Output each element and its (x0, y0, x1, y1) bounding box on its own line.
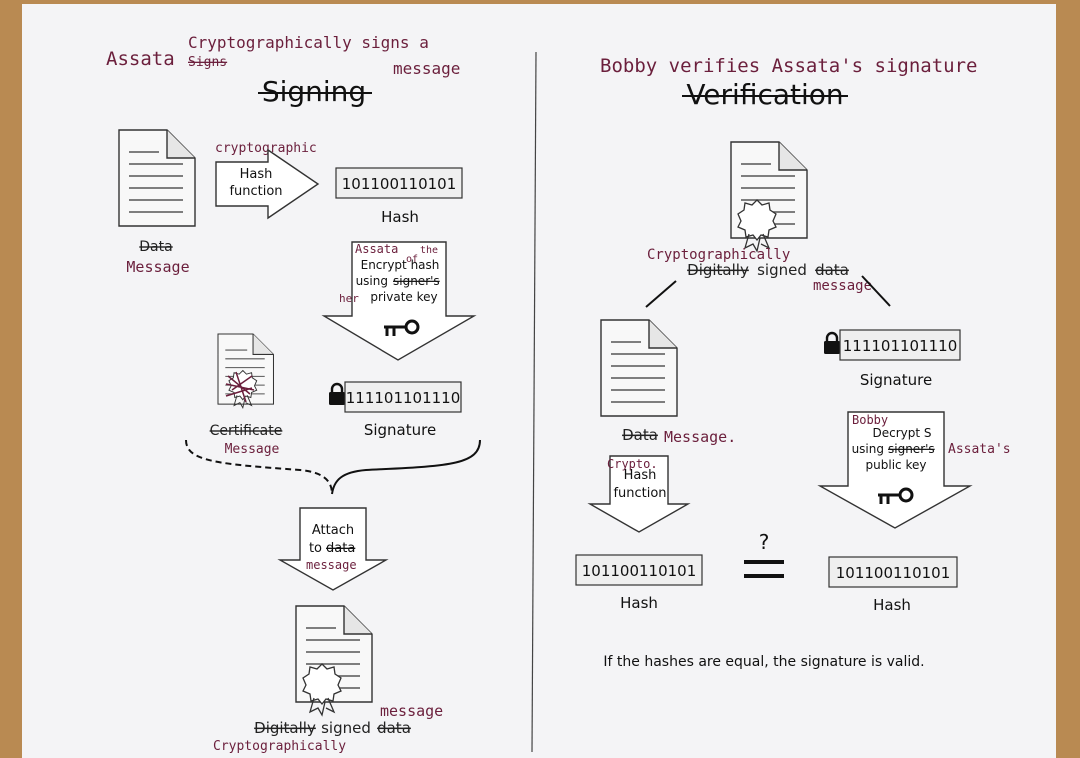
decrypt-line3: public key (866, 458, 927, 472)
encrypt-hash-arrow (321, 241, 477, 361)
verification-title: Verification (686, 78, 843, 111)
question-mark: ? (759, 530, 770, 554)
bottom-hand-message: message (380, 702, 443, 720)
signing-title: Signing (262, 75, 366, 108)
brace-dashed (185, 439, 333, 495)
verify-hash-function-line1: Hash (624, 468, 657, 483)
verify-hash-label-right: Hash (873, 596, 911, 614)
signing-hand-name: Assata (106, 48, 175, 70)
attach-hand: message (306, 558, 357, 572)
signing-hand-title-line1: Cryptographically signs a (188, 33, 429, 52)
decrypt-line2-struck: signer's (888, 442, 935, 456)
verify-hash-annot: Crypto. (607, 457, 658, 471)
bottom-hand-crypto: Cryptographically (213, 739, 346, 754)
bottom-struck-2: data (377, 719, 411, 737)
split-line-right (861, 275, 891, 307)
verify-signed-hand: Cryptographically (647, 247, 790, 263)
encrypt-line2-prefix: using (356, 274, 388, 288)
certificate-scribble (225, 371, 255, 403)
signature-value: 111101101110 (346, 389, 461, 407)
verify-hash-label-left: Hash (620, 594, 658, 612)
verify-signed-struck-2: data (815, 261, 849, 279)
hash-value-box (335, 167, 463, 199)
decrypt-annot: Bobby (852, 413, 888, 427)
verify-data-struck: Data (622, 426, 658, 444)
data-label-struck: Data (139, 239, 172, 255)
hash-function-line2: function (229, 184, 282, 199)
data-label-hand: Message (126, 258, 189, 276)
certificate-label-hand: Message (225, 442, 280, 457)
brace-solid (331, 439, 481, 495)
verify-hash-function-line2: function (613, 486, 666, 501)
signature-value-box (344, 381, 462, 413)
encrypt-annot-the: the (420, 245, 438, 256)
encrypt-annot-of: of (406, 254, 418, 265)
verify-signature-label: Signature (860, 371, 932, 389)
paper-sheet (22, 4, 1056, 758)
verify-hash-box-right (828, 556, 958, 588)
encrypt-annot-name: Assata (355, 242, 398, 256)
decrypt-arrow (817, 411, 973, 529)
signature-label: Signature (364, 421, 436, 439)
hash-label: Hash (381, 208, 419, 226)
verify-signature-value: 111101101110 (843, 337, 958, 355)
attach-line1: Attach (312, 523, 354, 538)
verify-signed-struck: Digitally (687, 261, 749, 279)
signing-panel: Assata Signs Cryptographically signs a m… (106, 33, 481, 754)
signing-hand-title-line2: message (393, 59, 460, 78)
encrypt-line2-struck: signer's (393, 274, 440, 288)
verify-signature-box (839, 329, 961, 361)
equals-bar-top (744, 560, 784, 564)
verify-hash-value-left: 101100110101 (582, 562, 697, 580)
verify-signed-hand-message: message (813, 278, 872, 294)
center-divider (531, 51, 537, 753)
verify-data-hand: Message. (664, 428, 736, 446)
verification-hand-title: Bobby verifies Assata's signature (600, 55, 978, 77)
hash-function-arrow (215, 148, 320, 220)
decrypt-line1: Decrypt S (872, 426, 931, 440)
verify-signed-plain: signed (757, 261, 807, 279)
encrypt-annot-her: her (339, 292, 359, 305)
encrypt-line1: Encrypt hash (361, 258, 440, 272)
decrypt-line2-prefix: using (852, 442, 884, 456)
attach-line2-struck: data (326, 541, 355, 556)
attach-line2-prefix: to (309, 541, 322, 556)
hash-function-annotation: cryptographic (215, 141, 317, 156)
equals-bar-bottom (744, 574, 784, 578)
split-line-left (645, 280, 677, 308)
hash-value: 101100110101 (342, 175, 457, 193)
signing-hand-struck: Signs (188, 55, 227, 70)
verify-hash-function-arrow (587, 455, 691, 533)
decrypt-annot-assata: Assata's (948, 442, 1011, 457)
encrypt-line3: private key (370, 290, 437, 304)
hash-function-line1: Hash (240, 167, 273, 182)
verify-hash-box-left (575, 554, 703, 586)
verification-panel: Bobby verifies Assata's signature Verifi… (575, 55, 1011, 670)
verify-hash-value-right: 101100110101 (836, 564, 951, 582)
bottom-plain: signed (321, 719, 371, 737)
attach-arrow (277, 507, 389, 591)
verification-conclusion: If the hashes are equal, the signature i… (603, 654, 924, 670)
certificate-label-struck: Certificate (210, 423, 283, 439)
bottom-struck-1: Digitally (254, 719, 316, 737)
